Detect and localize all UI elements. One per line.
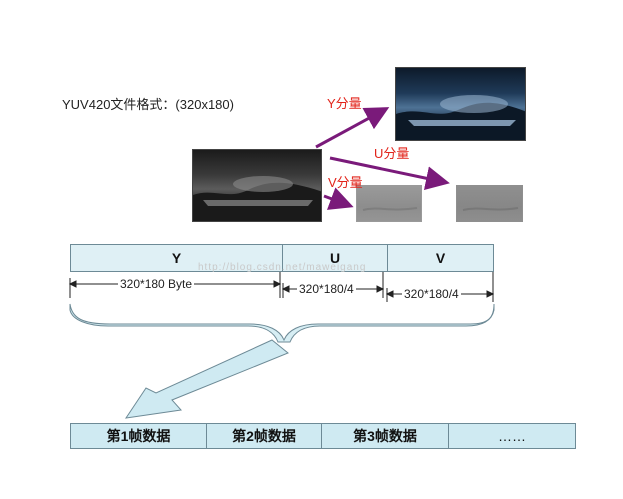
arrow-to-u [323, 187, 354, 210]
watermark-text: http://blog.csdn.net/maweigang [198, 262, 367, 273]
u-size-label: 320*180/4 [297, 282, 356, 296]
y-image-art [396, 95, 525, 140]
v-size-label: 320*180/4 [402, 287, 461, 301]
brace-shape [69, 303, 495, 343]
arrow-to-y [315, 107, 390, 149]
frame-1-cell: 第1帧数据 [106, 428, 171, 444]
frame-2-cell: 第2帧数据 [206, 424, 321, 448]
frame-3-cell: 第3帧数据 [321, 424, 448, 448]
y-size-label: 320*180 Byte [118, 277, 195, 291]
diagram-title: YUV420文件格式：(320x180) [62, 97, 234, 112]
u-component-image [356, 185, 422, 222]
v-component-label: V分量 [328, 175, 363, 190]
y-component-image [395, 67, 526, 141]
v-image-art [462, 207, 519, 211]
u-component-label: U分量 [374, 146, 410, 161]
yuv-plane-row: Y U V [70, 244, 494, 272]
v-plane-cell: V [387, 245, 493, 271]
arrow-to-v [329, 156, 450, 191]
frame-arrow [124, 339, 289, 419]
frame-more-cell: …… [448, 424, 575, 448]
v-component-image [456, 185, 523, 222]
source-image-art [193, 176, 321, 221]
frame-data-row: 第1帧数据 第2帧数据 第3帧数据 …… [70, 423, 576, 449]
y-component-label: Y分量 [327, 96, 362, 111]
u-image-art [362, 207, 418, 211]
y-plane-cell: Y [171, 250, 182, 266]
source-grayscale-image [192, 149, 322, 222]
u-plane-cell: U [282, 245, 387, 271]
